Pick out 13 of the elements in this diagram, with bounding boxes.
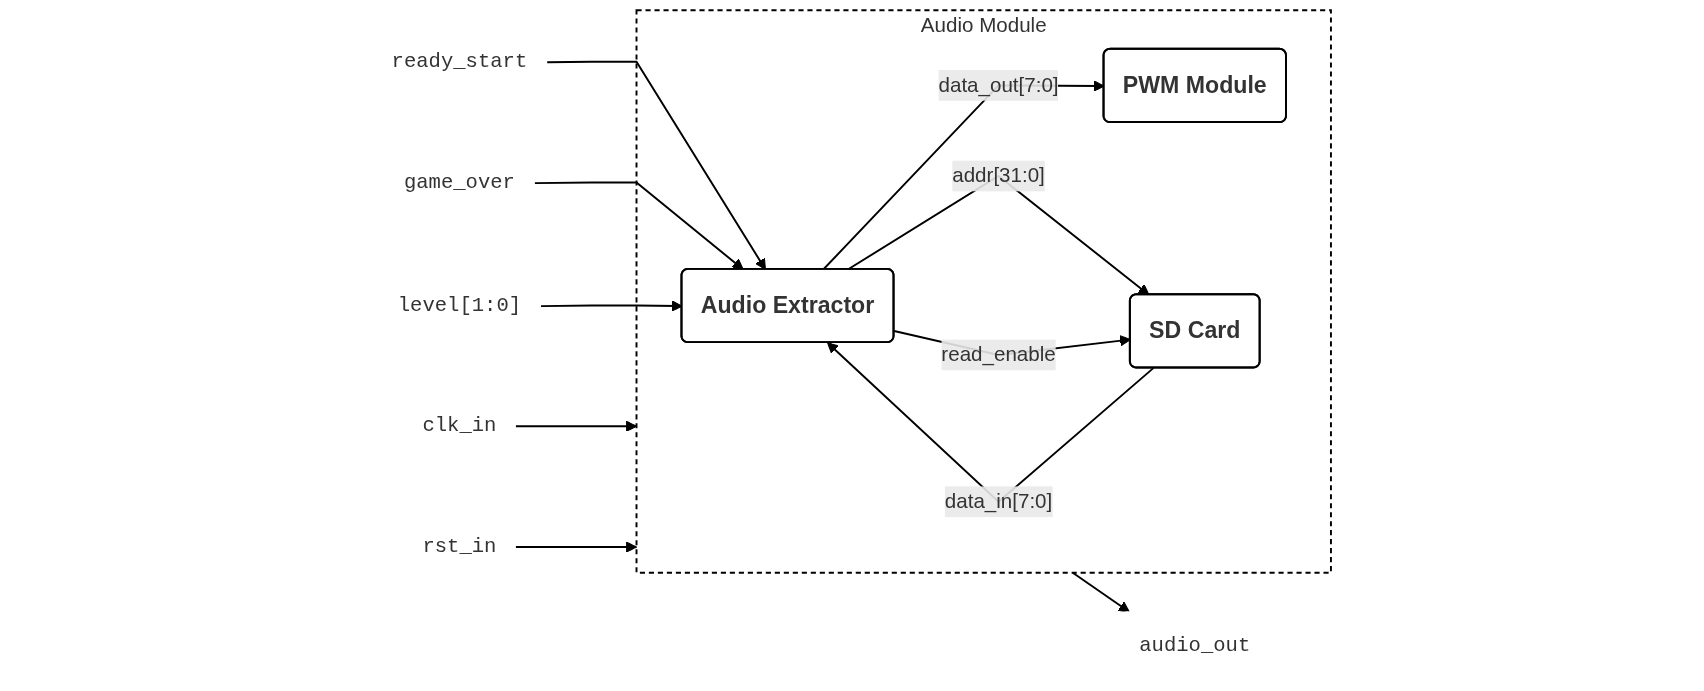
node-text: level[1:0] [398, 293, 522, 318]
arrow [1072, 571, 1131, 613]
arrow [515, 420, 638, 432]
node-text: rst_in [422, 535, 497, 559]
arrow [515, 541, 638, 553]
edge-label: data_out[7:0] [938, 73, 1059, 96]
node-text: game_over [404, 170, 516, 195]
node-text: clk_in [422, 414, 497, 438]
edge-label: read_enable [941, 343, 1057, 366]
edge-label: addr[31:0] [952, 164, 1046, 187]
node-text: ready_start [391, 50, 528, 74]
edge-label: data_in[7:0] [945, 490, 1053, 513]
node-text: audio_out [1139, 634, 1251, 658]
